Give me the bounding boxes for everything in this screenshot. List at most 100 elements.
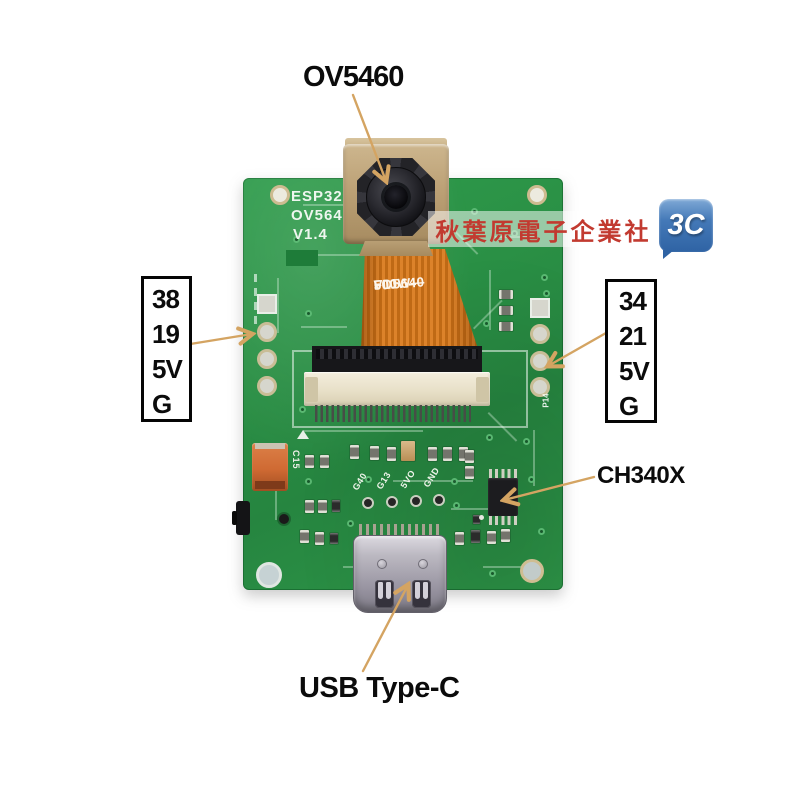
silkscreen-model-text: ESP32 — [291, 188, 343, 205]
side-connector — [232, 501, 250, 535]
pcb-via — [523, 438, 530, 445]
smd-component — [387, 447, 396, 461]
smd-component — [499, 306, 513, 315]
usb-type-c-connector — [353, 535, 447, 613]
pcb-trace — [451, 508, 491, 510]
pcb-via — [305, 478, 312, 485]
usb-rivet — [418, 559, 428, 569]
pcb-trace — [303, 430, 423, 432]
camera-lens-aperture — [384, 185, 408, 209]
mounting-hole-bottom-left — [256, 562, 282, 588]
right-pinout-box: 34 21 5V G — [605, 279, 657, 423]
smd-component — [370, 446, 379, 460]
fpc-connector-body — [312, 346, 482, 373]
left-pad-gnd — [257, 376, 277, 396]
left-pinout-line: G — [152, 389, 172, 419]
header-hole-5vo — [410, 495, 422, 507]
right-pinout-line: 21 — [619, 321, 647, 351]
capacitor-ref-text: C15 — [291, 450, 301, 470]
smd-component — [318, 500, 327, 513]
header-hole-g40 — [362, 497, 374, 509]
pcb-via — [528, 476, 535, 483]
smd-component — [300, 530, 309, 543]
smd-component — [459, 447, 468, 461]
chip-pin1-marker — [479, 515, 484, 520]
camera-label: OV5460 — [303, 61, 404, 93]
pcb-via — [538, 528, 545, 535]
smd-component — [320, 455, 329, 468]
usb-uart-chip-pins — [489, 516, 517, 525]
flex-cable-label: FD5640 500W— V11 — [373, 274, 426, 293]
smd-component — [501, 529, 510, 542]
pcb-via — [299, 406, 306, 413]
right-pad-5v — [530, 351, 550, 371]
smd-component — [443, 447, 452, 461]
header-hole-g13 — [386, 496, 398, 508]
pcb-trace — [313, 254, 373, 256]
usb-spring-contact — [375, 580, 394, 608]
left-pinout-line: 19 — [152, 319, 180, 349]
left-pad-19 — [257, 322, 277, 342]
left-pinout-line: 5V — [152, 354, 183, 384]
right-pinout-line: 5V — [619, 356, 650, 386]
pcb-via — [486, 434, 493, 441]
silkscreen-tick — [254, 288, 257, 296]
pcb-trace — [301, 326, 347, 328]
smd-component — [401, 441, 415, 461]
right-pad-gnd — [530, 377, 550, 397]
silkscreen-version-text: V1.4 — [293, 226, 328, 243]
smd-component — [305, 500, 314, 513]
smd-component — [455, 532, 464, 545]
pcb-trace — [277, 278, 279, 333]
left-pinout-line: 38 — [152, 284, 180, 314]
smd-component — [473, 515, 480, 524]
smd-component — [350, 445, 359, 459]
right-pinout-line: 34 — [619, 286, 647, 316]
pcb-via — [305, 310, 312, 317]
tantalum-capacitor — [252, 443, 288, 491]
smd-component — [465, 466, 474, 479]
smd-component — [499, 322, 513, 331]
watermark-band: 秋葉原電子企業社 — [428, 211, 659, 247]
right-pad-21 — [530, 324, 550, 344]
silkscreen-tick — [254, 302, 257, 310]
smd-component — [428, 447, 437, 461]
left-pinout-box: 38 19 5V G — [141, 276, 192, 422]
watermark-text: 秋葉原電子企業社 — [435, 216, 652, 246]
chip-label: CH340X — [597, 462, 685, 489]
pcb-via — [451, 478, 458, 485]
silkscreen-sensor-text: OV564 — [291, 207, 343, 224]
left-pad-5v — [257, 349, 277, 369]
fpc-connector-pins — [315, 405, 471, 422]
usb-rivet — [377, 559, 387, 569]
pcb-via — [541, 274, 548, 281]
pcb-via — [453, 502, 460, 509]
smd-component — [487, 531, 496, 544]
smd-component — [465, 450, 474, 463]
pcb-via — [347, 520, 354, 527]
watermark-badge-text: 3C — [667, 209, 705, 241]
silkscreen-tick — [254, 274, 257, 282]
silkscreen-tick — [254, 316, 257, 324]
mounting-hole-top-right — [527, 185, 547, 205]
header-hole-gnd — [433, 494, 445, 506]
smd-component — [305, 455, 314, 468]
smd-component — [471, 530, 480, 543]
camera-bottom-tab — [359, 241, 433, 256]
mounting-hole-top-left — [270, 185, 290, 205]
pcb-via — [483, 320, 490, 327]
usb-spring-contact — [412, 580, 431, 608]
pcb-via — [543, 290, 550, 297]
smd-component — [315, 532, 324, 545]
mounting-hole-bottom-right — [520, 559, 544, 583]
smd-component — [332, 500, 340, 512]
pcb-trace — [483, 566, 529, 568]
usb-uart-chip-pins — [489, 469, 517, 478]
silkscreen-triangle — [297, 430, 309, 439]
soldermask-patch — [286, 250, 318, 266]
usb-label: USB Type-C — [299, 672, 460, 704]
fpc-connector-latch — [304, 372, 490, 406]
pcb-via — [489, 570, 496, 577]
right-pinout-line: G — [619, 391, 639, 421]
